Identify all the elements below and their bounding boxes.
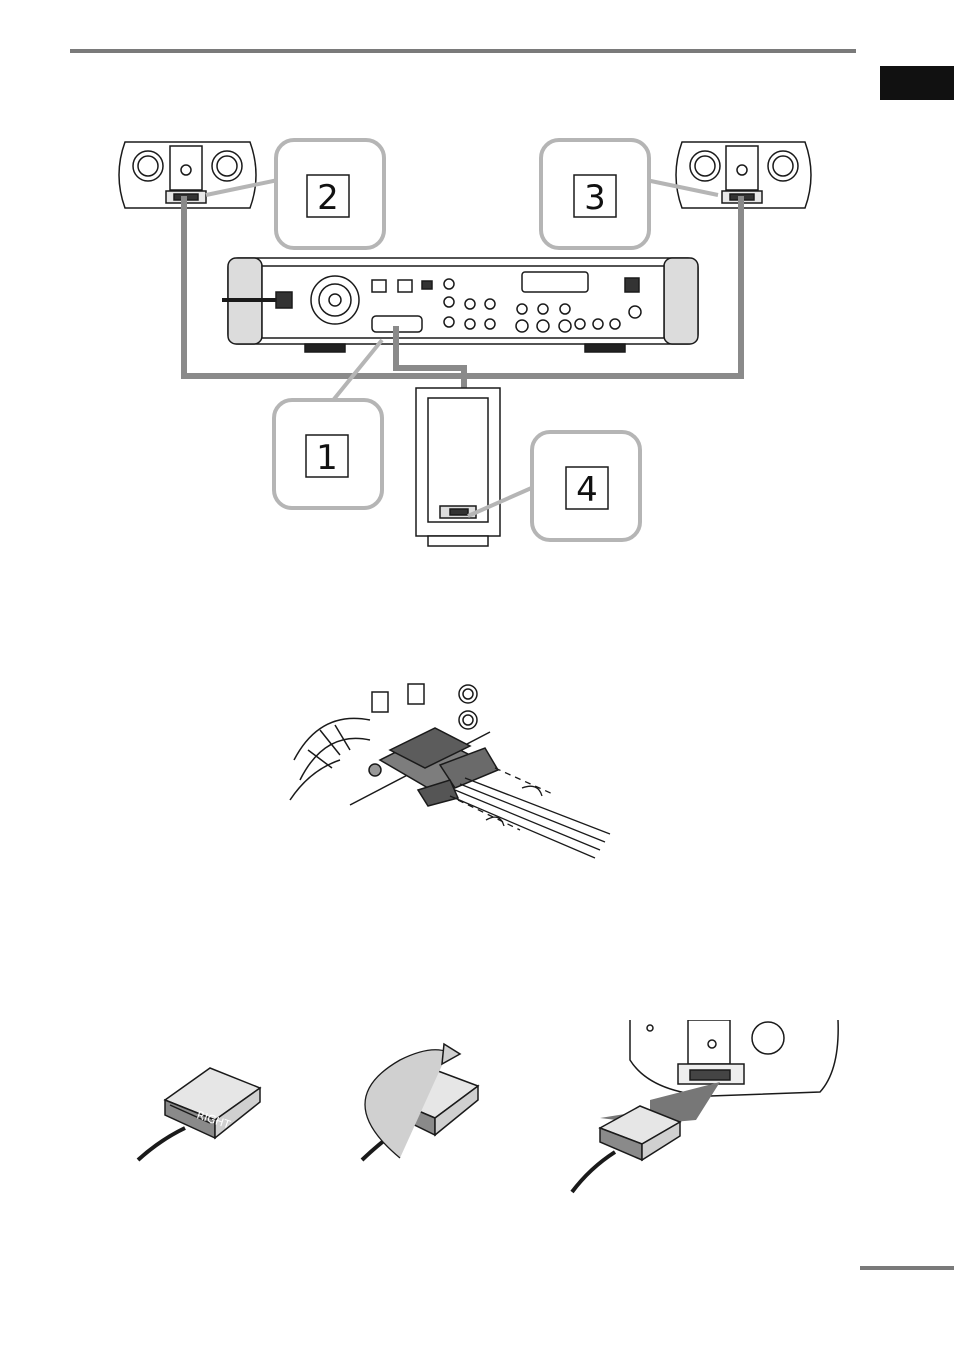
speaker-insertion [572,1020,838,1192]
connection-diagram: 2 3 1 4 [0,0,954,600]
callout-4-number: 4 [576,470,598,510]
callout-2-number: 2 [317,178,339,218]
left-speaker [119,142,256,208]
plug-steps-illustration: RIGHT [130,1020,850,1200]
callout-1-number: 1 [316,438,338,478]
footer-rule [860,1266,954,1270]
rotating-plug [362,1044,478,1160]
subwoofer [416,388,500,546]
main-unit-rear-panel [222,258,698,352]
dsub-connector-illustration [280,670,620,870]
callout-3-number: 3 [584,178,606,218]
